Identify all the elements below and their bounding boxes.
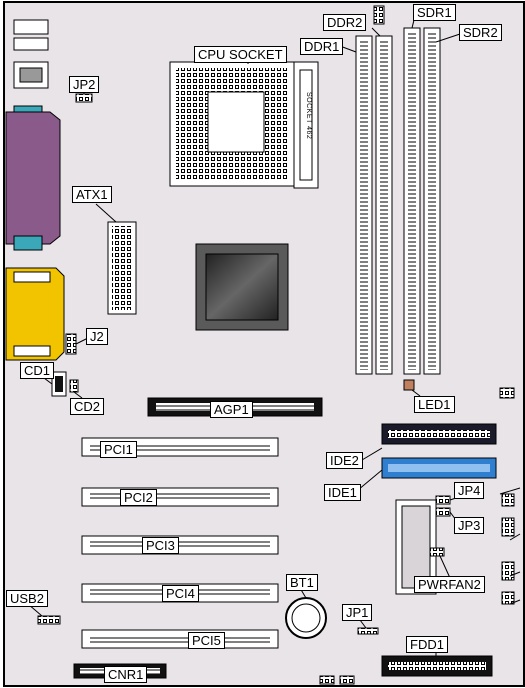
leader-lines	[27, 19, 521, 673]
northbridge-chip	[195, 243, 289, 331]
jp1-jumper	[357, 627, 379, 635]
right-header-5	[501, 591, 515, 605]
label-bt1: BT1	[286, 574, 318, 591]
cpu-socket	[169, 61, 319, 189]
right-header-1	[499, 387, 515, 399]
pwrfan2-header	[429, 547, 445, 557]
label-pci2: PCI2	[120, 489, 157, 506]
right-header-2	[501, 493, 515, 507]
label-usb2: USB2	[6, 590, 48, 607]
bt1-battery	[285, 597, 327, 639]
usb2-header	[37, 615, 61, 625]
right-header-3	[501, 517, 515, 537]
jp3-jumper	[435, 507, 451, 517]
label-jp3: JP3	[454, 517, 485, 534]
com-port	[5, 105, 61, 251]
label-atx1: ATX1	[72, 186, 112, 203]
label-fdd1: FDD1	[406, 636, 448, 653]
label-cd2: CD2	[70, 398, 105, 415]
label-jp1: JP1	[342, 604, 373, 621]
bottom-header-2	[339, 675, 355, 685]
label-pwrfan2: PWRFAN2	[414, 576, 485, 593]
label-pci5: PCI5	[188, 632, 225, 649]
label-pci3: PCI3	[142, 537, 179, 554]
label-cnr1: CNR1	[104, 666, 148, 683]
vga-port	[5, 267, 65, 361]
socket-462-text: SOCKET 462	[305, 92, 312, 140]
label-cd1: CD1	[20, 362, 55, 379]
label-jp4: JP4	[454, 482, 485, 499]
led1-indicator	[403, 379, 415, 391]
label-agp1: AGP1	[210, 401, 253, 418]
ps2-ports	[13, 19, 49, 89]
cd2-connector	[69, 379, 79, 393]
label-sdr2: SDR2	[459, 24, 502, 41]
label-ide1: IDE1	[324, 484, 361, 501]
top-header	[373, 5, 385, 25]
label-jp2: JP2	[69, 76, 100, 93]
label-ide2: IDE2	[326, 452, 363, 469]
bottom-header-1	[319, 675, 335, 685]
jp2-jumper	[75, 93, 93, 103]
label-pci1: PCI1	[100, 441, 137, 458]
j2-header	[65, 333, 77, 355]
label-ddr1: DDR1	[300, 38, 344, 55]
right-header-4	[501, 561, 515, 581]
jp4-jumper	[435, 495, 451, 505]
label-pci4: PCI4	[162, 585, 199, 602]
label-ddr2-top: DDR2	[323, 14, 367, 31]
label-led1: LED1	[414, 396, 455, 413]
label-j2: J2	[86, 328, 108, 345]
label-sdr1: SDR1	[413, 4, 456, 21]
label-cpu-socket: CPU SOCKET	[194, 46, 287, 63]
